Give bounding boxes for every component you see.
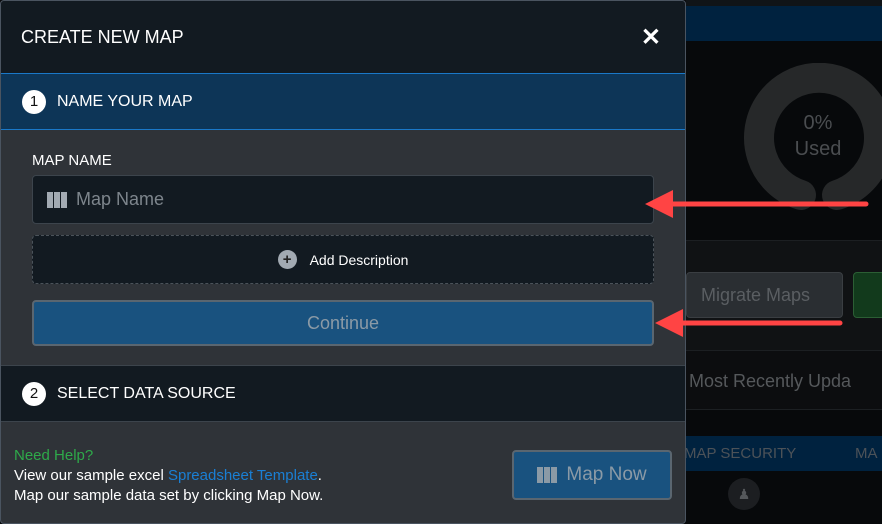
dialog-title: CREATE NEW MAP — [21, 26, 184, 47]
dialog-footer: Need Help? View our sample excel Spreads… — [1, 422, 685, 523]
add-description-label: Add Description — [309, 251, 409, 268]
step-title: NAME YOUR MAP — [57, 92, 193, 110]
step-title: SELECT DATA SOURCE — [57, 384, 236, 402]
usage-text: 0% Used — [778, 110, 858, 162]
map-now-label: Map Now — [566, 464, 647, 485]
usage-percent: 0% — [803, 112, 833, 134]
need-help-text: Need Help? — [14, 447, 94, 464]
user-shield-icon[interactable]: ♟ — [728, 478, 760, 510]
step-number: 1 — [22, 89, 46, 114]
map-name-input[interactable]: Map Name — [32, 175, 654, 224]
map-icon — [537, 467, 558, 483]
maps-table-header: MAP SECURITY MA — [686, 436, 882, 471]
help-line1-suffix: . — [317, 467, 322, 484]
map-name-placeholder: Map Name — [76, 189, 165, 209]
map-icon — [47, 191, 67, 208]
step-number: 2 — [22, 381, 46, 406]
add-description-button[interactable]: + Add Description — [32, 235, 654, 284]
step-name-your-map[interactable]: 1 NAME YOUR MAP — [1, 73, 685, 130]
continue-button[interactable]: Continue — [32, 300, 654, 346]
column-map-security[interactable]: MAP SECURITY — [686, 445, 797, 462]
map-name-label: MAP NAME — [32, 152, 112, 169]
dialog-header: CREATE NEW MAP ✕ — [1, 1, 685, 73]
help-line1: View our sample excel — [14, 467, 168, 484]
close-icon[interactable]: ✕ — [640, 23, 661, 51]
migrate-maps-button[interactable]: Migrate Maps — [686, 272, 843, 318]
usage-donut-chart — [744, 63, 882, 210]
step1-body: MAP NAME Map Name + Add Description Cont… — [1, 130, 685, 365]
spreadsheet-template-link[interactable]: Spreadsheet Template — [167, 467, 318, 484]
usage-label: Used — [794, 138, 842, 160]
column-ma[interactable]: MA — [855, 445, 878, 462]
add-map-button[interactable] — [853, 272, 882, 318]
background-header-bar — [686, 6, 882, 41]
help-line2: Map our sample data set by clicking Map … — [14, 487, 324, 504]
step-select-data-source[interactable]: 2 SELECT DATA SOURCE — [1, 365, 685, 422]
create-map-dialog: CREATE NEW MAP ✕ 1 NAME YOUR MAP MAP NAM… — [0, 0, 686, 524]
most-recent-sort[interactable]: Most Recently Upda — [686, 350, 882, 410]
plus-circle-icon: + — [277, 250, 297, 269]
map-now-button[interactable]: Map Now — [512, 450, 672, 500]
background-top-strip — [686, 0, 882, 6]
